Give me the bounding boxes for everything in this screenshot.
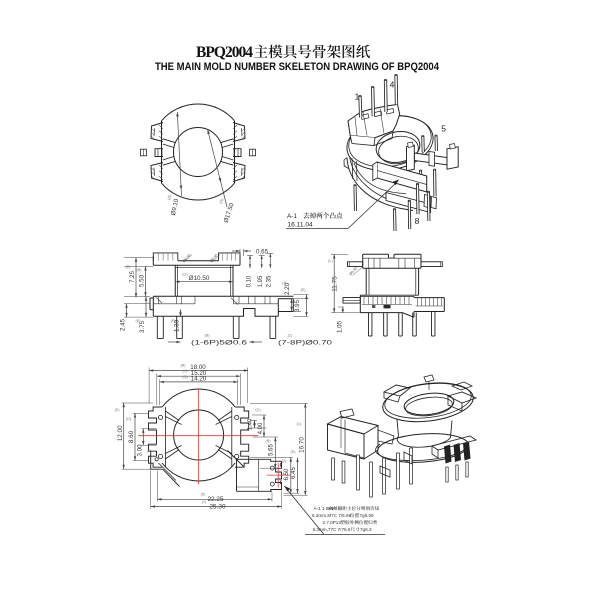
svg-text:7g6.3: 7g6.3: [360, 527, 372, 532]
svg-text:12.00: 12.00: [117, 425, 124, 441]
svg-text:THE MAIN MOLD NUMBER SKELETON: THE MAIN MOLD NUMBER SKELETON DRAWING OF…: [155, 61, 440, 73]
svg-text:(B): (B): [167, 194, 172, 201]
svg-text:(1): (1): [288, 334, 293, 338]
svg-text:15.20: 15.20: [191, 370, 207, 377]
svg-text:6.2mm,M7C 7/6.69: 6.2mm,M7C 7/6.69: [312, 513, 352, 518]
svg-text:(B): (B): [180, 364, 186, 368]
svg-text:BPQ2004: BPQ2004: [196, 44, 253, 61]
svg-text:11.75: 11.75: [332, 276, 339, 292]
svg-text:(E): (E): [135, 319, 141, 323]
svg-text:5.65: 5.65: [269, 444, 275, 456]
svg-text:1.30: 1.30: [174, 319, 181, 332]
svg-text:1: 1: [355, 92, 360, 102]
svg-text:2.45: 2.45: [120, 318, 127, 331]
svg-text:7.25: 7.25: [129, 270, 136, 283]
svg-text:(2): (2): [282, 459, 287, 463]
svg-text:(C): (C): [255, 408, 261, 412]
svg-text:1.05: 1.05: [336, 320, 343, 333]
svg-text:(1-6P)5Ø0.6: (1-6P)5Ø0.6: [191, 339, 248, 346]
svg-text:0.65: 0.65: [256, 248, 269, 255]
svg-text:(V): (V): [182, 369, 188, 373]
svg-text:(E): (E): [114, 408, 120, 412]
svg-text:7g6.09: 7g6.09: [360, 513, 374, 518]
svg-text:(B): (B): [204, 334, 210, 338]
svg-text:5.50: 5.50: [139, 274, 146, 287]
svg-text:3.00: 3.00: [137, 444, 144, 457]
svg-text:(G): (G): [126, 417, 132, 421]
svg-text:4: 4: [390, 80, 395, 90]
svg-text:0.10: 0.10: [246, 275, 252, 287]
svg-text:(7-8P)Ø0.70: (7-8P)Ø0.70: [278, 339, 333, 346]
svg-text:8.60: 8.60: [128, 430, 135, 443]
svg-text:(1): (1): [202, 500, 207, 504]
svg-text:(F): (F): [147, 449, 153, 453]
svg-text:Ø0.30: Ø0.30: [182, 253, 192, 263]
svg-text:3.75: 3.75: [139, 320, 146, 333]
svg-text:3.95: 3.95: [294, 299, 301, 312]
svg-text:(E): (E): [125, 265, 131, 269]
svg-text:(B): (B): [136, 268, 142, 272]
svg-text:Ø17.50: Ø17.50: [223, 202, 236, 224]
svg-text:16.70: 16.70: [298, 437, 305, 453]
svg-text:1.95: 1.95: [258, 275, 264, 287]
svg-text:2.35: 2.35: [267, 275, 273, 287]
svg-text:2.20: 2.20: [284, 282, 291, 295]
svg-text:(1): (1): [297, 422, 302, 426]
svg-text:Ø10.50: Ø10.50: [189, 275, 210, 282]
svg-text:Ø0.30: Ø0.30: [209, 253, 219, 263]
svg-text:Ø9.10: Ø9.10: [170, 198, 180, 216]
svg-text:16.11.04: 16.11.04: [288, 222, 314, 229]
svg-text:Ø0.30: Ø0.30: [348, 266, 358, 276]
svg-text:4.00: 4.00: [258, 422, 264, 434]
svg-text:(D): (D): [219, 197, 225, 204]
svg-text:(Q): (Q): [182, 375, 188, 379]
svg-text:6.45: 6.45: [291, 467, 297, 479]
svg-text:(B): (B): [265, 439, 271, 443]
svg-text:A-1 1.0MM: A-1 1.0MM: [314, 506, 337, 511]
svg-text:A-1: A-1: [287, 213, 297, 220]
svg-text:6.50: 6.50: [284, 468, 290, 480]
svg-text:(L): (L): [328, 259, 333, 263]
svg-text:22.25: 22.25: [208, 496, 224, 503]
svg-text:(E): (E): [300, 288, 306, 292]
svg-text:(G): (G): [182, 273, 188, 277]
svg-text:(F): (F): [171, 319, 177, 323]
svg-text:18.00: 18.00: [190, 364, 206, 371]
svg-text:1.40: 1.40: [248, 418, 254, 430]
svg-text:5: 5: [441, 124, 446, 134]
svg-text:14.20: 14.20: [191, 376, 207, 383]
svg-text:6.3mm,77C 7/76.6: 6.3mm,77C 7/76.6: [313, 527, 351, 532]
svg-text:(E): (E): [290, 450, 296, 454]
svg-text:(5): (5): [201, 493, 206, 497]
svg-text:2.7.0P13: 2.7.0P13: [323, 520, 342, 525]
svg-text:25.30: 25.30: [210, 503, 226, 510]
svg-text:(J): (J): [282, 281, 287, 285]
svg-text:8: 8: [415, 216, 420, 226]
